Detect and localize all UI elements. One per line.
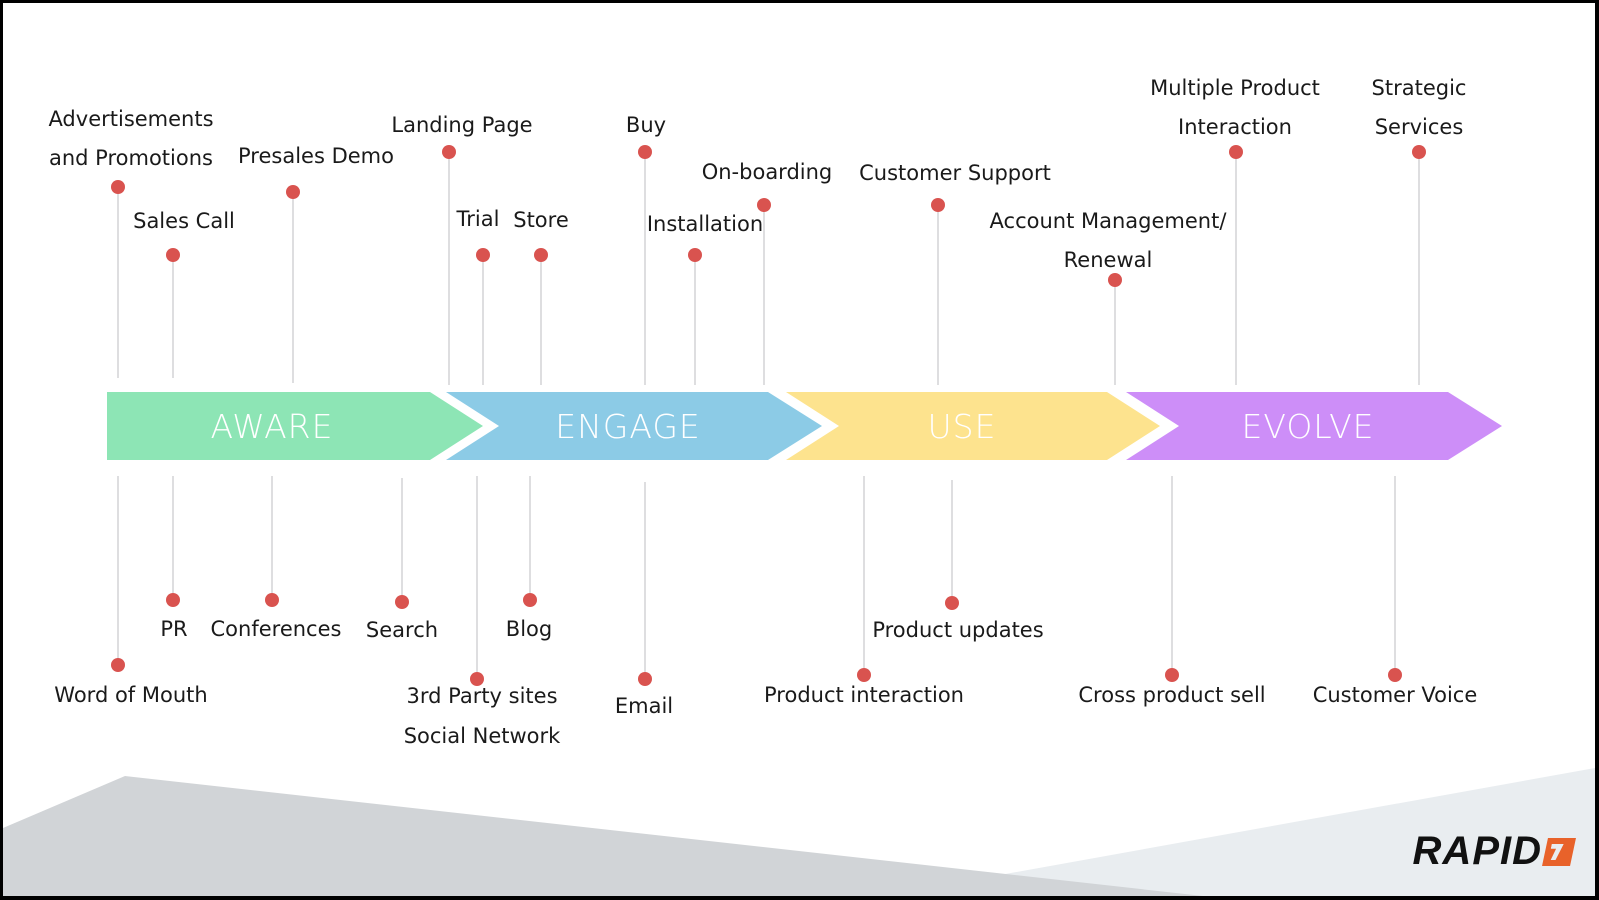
touchpoint-dot-strategic-services bbox=[1412, 145, 1426, 159]
touchpoint-label-on-boarding: On-boarding bbox=[702, 160, 833, 184]
touchpoint-dot-blog bbox=[523, 593, 537, 607]
footer-dark-shape bbox=[3, 776, 1203, 896]
touchpoint-dot-installation bbox=[688, 248, 702, 262]
touchpoint-dot-landing-page bbox=[442, 145, 456, 159]
touchpoint-dot-buy bbox=[638, 145, 652, 159]
touchpoint-dot-product-interaction bbox=[857, 668, 871, 682]
touchpoint-label-sales-call: Sales Call bbox=[133, 209, 235, 233]
touchpoint-dot-email bbox=[638, 672, 652, 686]
touchpoint-label-customer-voice: Customer Voice bbox=[1313, 683, 1478, 707]
touchpoint-dot-conferences bbox=[265, 593, 279, 607]
touchpoint-label-presales-demo: Presales Demo bbox=[238, 144, 394, 168]
touchpoint-label-cross-product-sell: Cross product sell bbox=[1078, 683, 1265, 707]
touchpoint-dot-store bbox=[534, 248, 548, 262]
touchpoint-dot-search bbox=[395, 595, 409, 609]
touchpoint-dot-customer-support bbox=[931, 198, 945, 212]
touchpoint-dot-word-of-mouth bbox=[111, 658, 125, 672]
footer-background bbox=[3, 768, 1595, 896]
customer-journey-diagram: AWARE ENGAGE USE EVOLVE Advertisements and P… bbox=[3, 76, 1595, 896]
touchpoint-dot-customer-voice bbox=[1388, 668, 1402, 682]
touchpoint-label-store: Store bbox=[513, 208, 569, 232]
stage-label-engage: ENGAGE bbox=[555, 407, 701, 446]
touchpoint-dot-cross-product-sell bbox=[1165, 668, 1179, 682]
touchpoint-label-multiple-product-interaction: Multiple Product bbox=[1150, 76, 1320, 100]
touchpoint-label-strategic-services: Strategic bbox=[1372, 76, 1467, 100]
touchpoint-label-installation: Installation bbox=[647, 212, 763, 236]
touchpoint-label-customer-support: Customer Support bbox=[859, 161, 1051, 185]
touchpoint-label-buy: Buy bbox=[626, 113, 666, 137]
touchpoint-label-email: Email bbox=[615, 694, 673, 718]
stage-arrow-evolve bbox=[1126, 392, 1502, 460]
touchpoint-label-search: Search bbox=[366, 618, 438, 642]
logo-seven-icon bbox=[1542, 837, 1576, 866]
logo-text: RAPID bbox=[1412, 829, 1542, 873]
rapid7-logo: RAPID bbox=[1412, 829, 1576, 874]
touchpoint-label-advertisements-and-promotions: and Promotions bbox=[49, 146, 213, 170]
stage-arrows: AWARE ENGAGE USE EVOLVE bbox=[107, 392, 1502, 460]
stage-label-aware: AWARE bbox=[211, 407, 334, 446]
touchpoint-label-3rd-party-sites-social-network: 3rd Party sites bbox=[406, 684, 557, 708]
touchpoint-dot-advertisements-and-promotions bbox=[111, 180, 125, 194]
touchpoint-label-account-management-renewal: Renewal bbox=[1064, 248, 1153, 272]
touchpoint-label-conferences: Conferences bbox=[211, 617, 342, 641]
touchpoint-dot-account-management-renewal bbox=[1108, 273, 1122, 287]
touchpoint-dot-sales-call bbox=[166, 248, 180, 262]
touchpoint-label-advertisements-and-promotions: Advertisements bbox=[48, 107, 213, 131]
touchpoint-label-strategic-services: Services bbox=[1375, 115, 1464, 139]
touchpoint-label-3rd-party-sites-social-network: Social Network bbox=[404, 724, 561, 748]
stems-layer bbox=[117, 152, 1420, 679]
touchpoint-dot-on-boarding bbox=[757, 198, 771, 212]
touchpoint-label-multiple-product-interaction: Interaction bbox=[1178, 115, 1292, 139]
touchpoint-label-product-updates: Product updates bbox=[872, 618, 1043, 642]
stage-label-evolve: EVOLVE bbox=[1241, 407, 1374, 446]
dots-layer bbox=[111, 145, 1426, 686]
slide: AWARE ENGAGE USE EVOLVE Advertisements and P… bbox=[3, 3, 1595, 896]
touchpoint-dot-product-updates bbox=[945, 596, 959, 610]
footer-light-shape bbox=[883, 768, 1595, 896]
touchpoint-label-word-of-mouth: Word of Mouth bbox=[54, 683, 207, 707]
touchpoint-label-account-management-renewal: Account Management/ bbox=[990, 209, 1228, 233]
stage-arrow-use bbox=[786, 392, 1160, 460]
touchpoint-label-landing-page: Landing Page bbox=[391, 113, 532, 137]
touchpoint-dot-pr bbox=[166, 593, 180, 607]
touchpoint-label-product-interaction: Product interaction bbox=[764, 683, 964, 707]
stage-arrow-engage bbox=[446, 392, 822, 460]
touchpoint-dot-presales-demo bbox=[286, 185, 300, 199]
touchpoint-dot-multiple-product-interaction bbox=[1229, 145, 1243, 159]
touchpoint-label-trial: Trial bbox=[456, 207, 500, 231]
stage-label-use: USE bbox=[928, 407, 997, 446]
touchpoint-label-pr: PR bbox=[160, 617, 187, 641]
touchpoint-dot-trial bbox=[476, 248, 490, 262]
touchpoint-dot-3rd-party-sites-social-network bbox=[470, 672, 484, 686]
touchpoint-label-blog: Blog bbox=[506, 617, 552, 641]
stage-arrow-aware bbox=[107, 392, 483, 460]
